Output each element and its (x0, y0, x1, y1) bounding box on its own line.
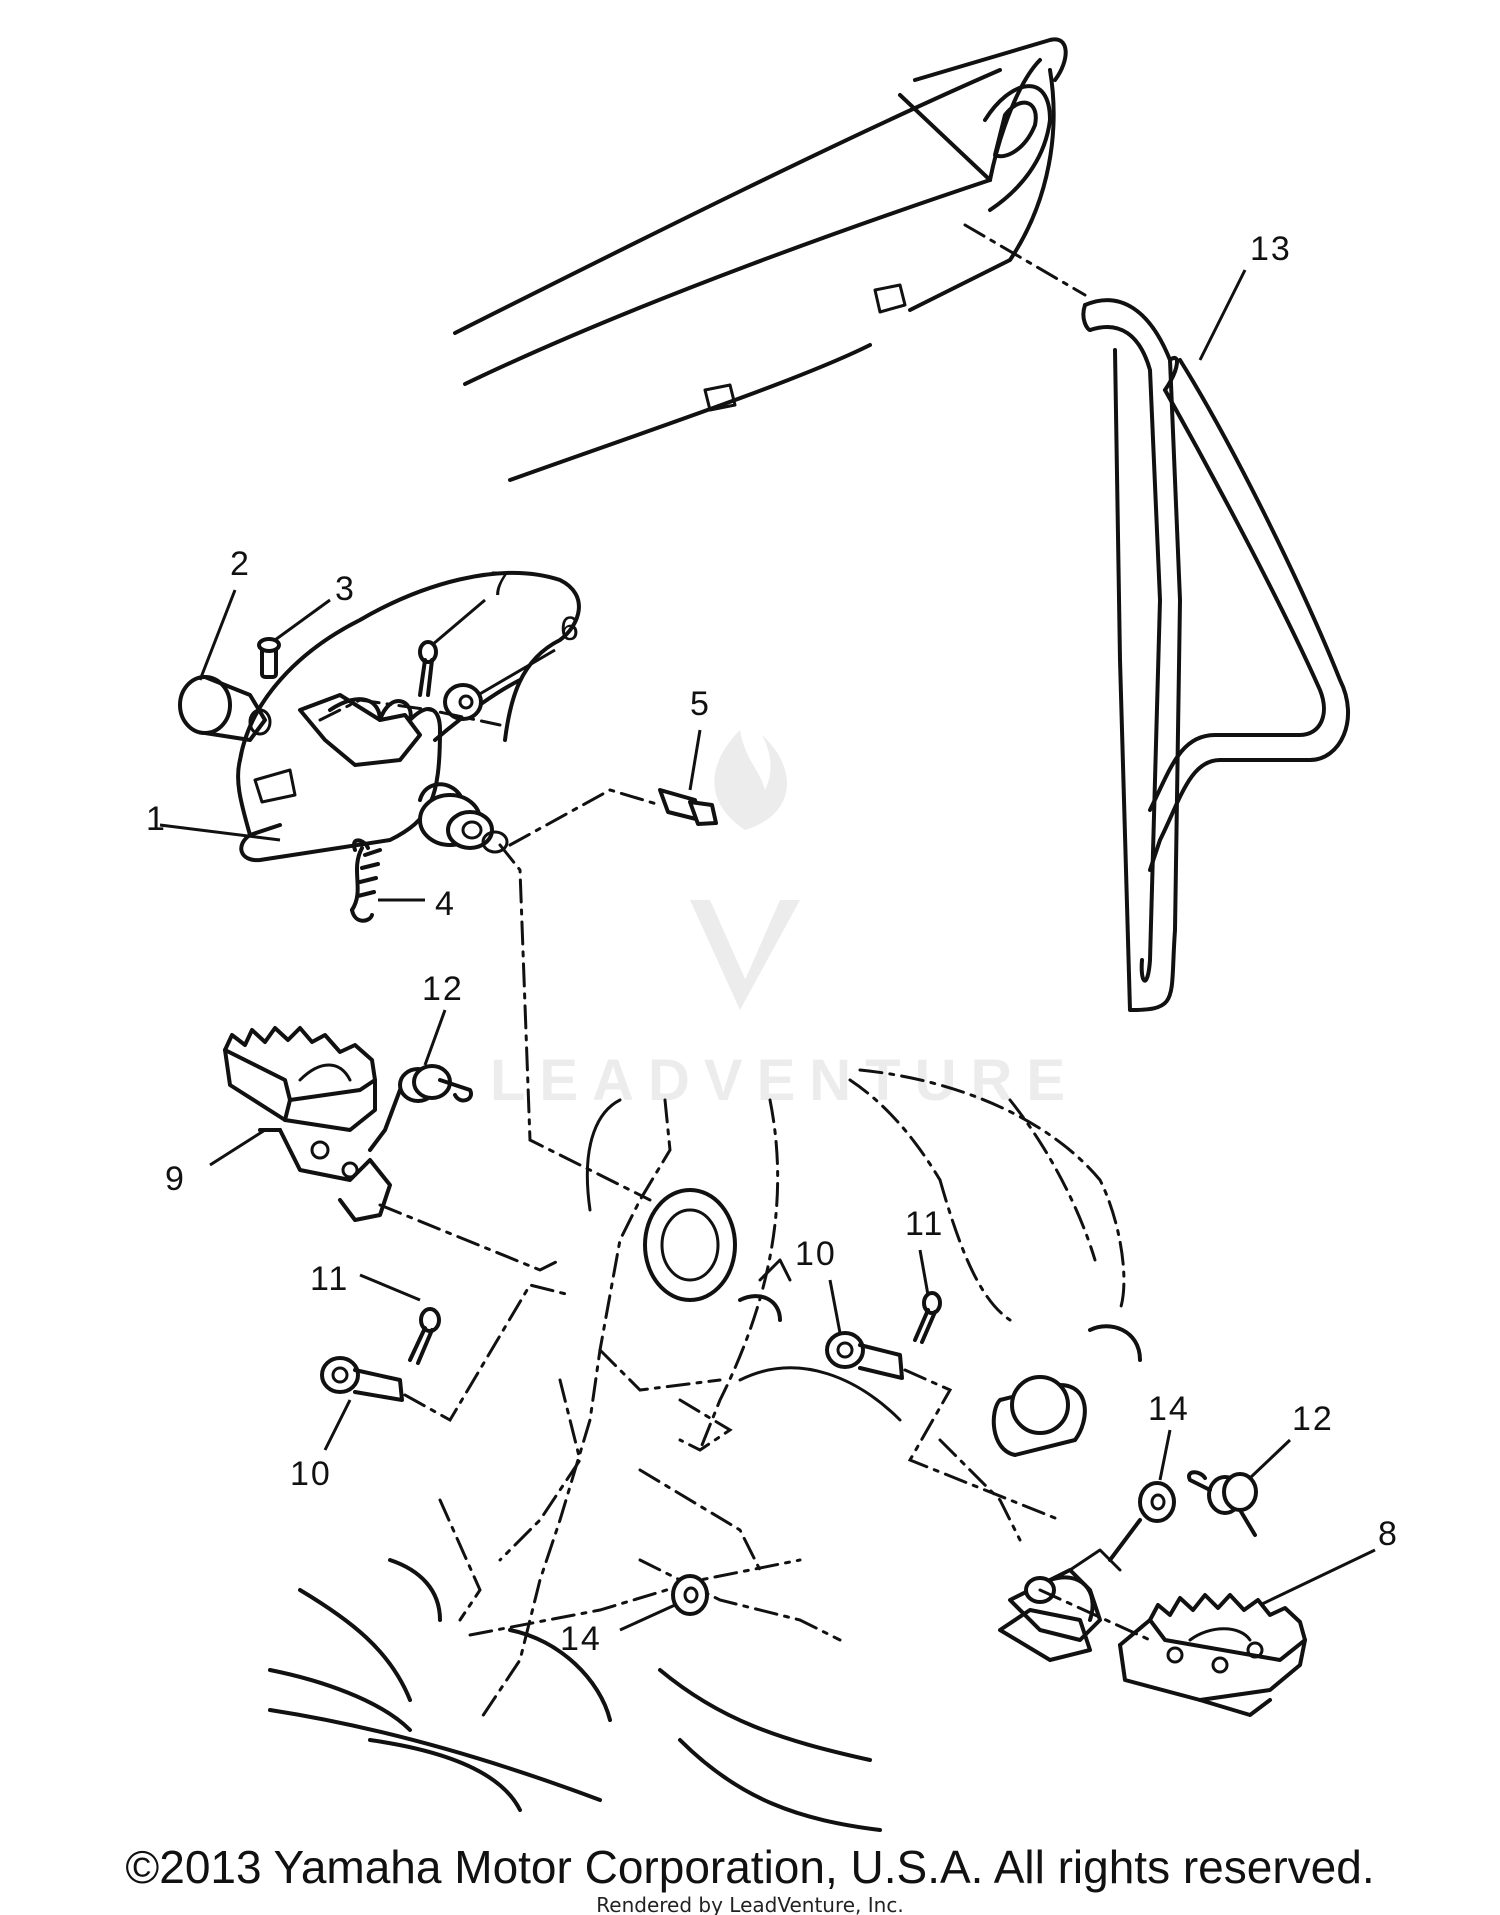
leader-14b (619, 1603, 676, 1632)
frame-outline (438, 1068, 1126, 1722)
callout-3: 3 (335, 570, 356, 608)
dash-bolt-path (508, 788, 662, 847)
callout-labels: 1 2 3 4 5 6 7 8 9 10 10 11 11 12 12 13 1… (146, 230, 1399, 1658)
leader-2 (198, 589, 237, 681)
dash-right-peg (1038, 1588, 1152, 1642)
leader-8 (1259, 1548, 1376, 1607)
leader-7 (431, 598, 486, 647)
part-14-washer-left (619, 1574, 709, 1632)
callout-14-left: 14 (560, 1620, 602, 1658)
part-4-spring (350, 838, 425, 923)
part-11-cotter-left (359, 1273, 441, 1365)
callout-1: 1 (146, 800, 167, 838)
part-11-cotter-right (913, 1249, 942, 1344)
callout-10-right: 10 (795, 1235, 837, 1273)
rendered-by-notice: Rendered by LeadVenture, Inc. (596, 1893, 904, 1915)
leader-1 (159, 823, 281, 842)
leader-9 (209, 1128, 266, 1167)
part-14-washer-right (1138, 1429, 1176, 1523)
dash-stand-mount (963, 223, 1087, 297)
callout-12-lower: 12 (1292, 1400, 1334, 1438)
leader-6 (477, 648, 556, 697)
part-12-spring-upper (368, 1009, 473, 1152)
callout-2: 2 (230, 545, 251, 583)
callout-10-left: 10 (290, 1455, 332, 1493)
callout-12-upper: 12 (422, 970, 464, 1008)
leader-12a (423, 1009, 447, 1066)
part-1-brake-pedal (159, 570, 581, 863)
callout-11-right: 11 (905, 1205, 944, 1243)
leader-11b (918, 1249, 930, 1296)
part-3-pin (257, 598, 331, 679)
swingarm-outline (453, 37, 1068, 482)
part-6-washer (443, 648, 556, 721)
copyright-notice: ©2013 Yamaha Motor Corporation, U.S.A. A… (125, 1841, 1375, 1893)
leader-13 (1198, 269, 1247, 361)
callout-11-left: 11 (310, 1260, 349, 1298)
leader-5 (688, 729, 702, 791)
part-2-pivot-cap (178, 589, 272, 742)
part-7-cotter-pin (418, 598, 486, 697)
callout-4: 4 (435, 885, 456, 923)
leader-11a (359, 1273, 421, 1302)
leader-14a (1158, 1429, 1172, 1481)
callout-7: 7 (490, 565, 511, 603)
callout-13: 13 (1250, 230, 1292, 268)
leader-12b (1248, 1438, 1292, 1480)
leader-10b (828, 1279, 842, 1334)
dash-right-pin (903, 1368, 1062, 1522)
part-10-pin-right (825, 1279, 904, 1380)
engine-outline (268, 1098, 1142, 1832)
callout-6: 6 (560, 610, 581, 648)
pedal-tread (253, 768, 297, 804)
callout-9: 9 (165, 1160, 186, 1198)
part-10-pin-left (320, 1356, 404, 1451)
watermark-text: LEADVENTURE (490, 1048, 1079, 1113)
leadventure-watermark: LEADVENTURE (490, 730, 1079, 1113)
dash-left-peg (378, 1203, 562, 1272)
dash-pedal-drop (498, 843, 652, 1202)
part-9-left-footpeg (209, 1026, 392, 1222)
part-12-spring-lower (1187, 1438, 1292, 1537)
pedal-pivot-boss (418, 782, 509, 854)
leader-3 (274, 598, 331, 642)
part-13-rear-stand (1081, 269, 1351, 1012)
callout-5: 5 (690, 685, 711, 723)
leader-10a (323, 1399, 352, 1451)
callout-8: 8 (1378, 1515, 1399, 1553)
part-5-bolt (658, 729, 718, 826)
callout-14-right: 14 (1148, 1390, 1190, 1428)
dash-left-pin (403, 1283, 572, 1423)
part-8-right-footpeg (1118, 1548, 1376, 1717)
dash-pivot-line (318, 698, 502, 727)
